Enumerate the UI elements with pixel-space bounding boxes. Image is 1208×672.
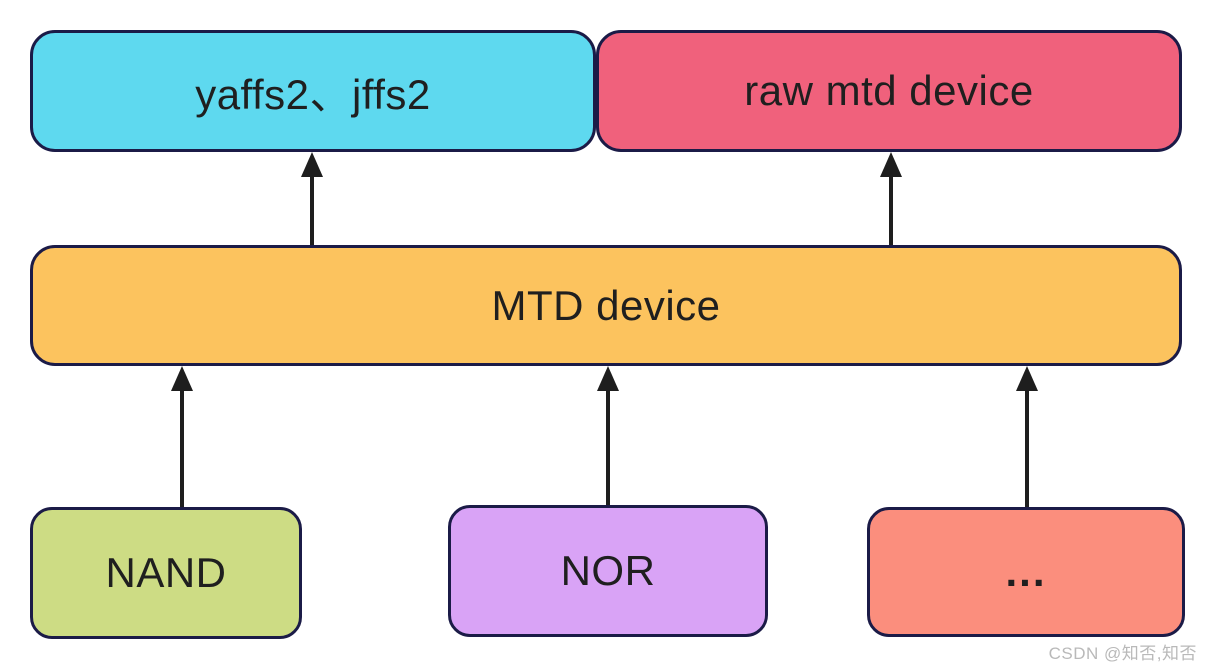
arrowhead-up-icon: [171, 366, 193, 391]
arrowhead-up-icon: [880, 152, 902, 177]
arrowhead-up-icon: [301, 152, 323, 177]
node-others: ...: [867, 507, 1185, 637]
arrow-stem: [606, 391, 610, 505]
node-yaffs2-jffs2-label: yaffs2、jffs2: [195, 70, 431, 118]
arrow-stem: [1025, 391, 1029, 507]
node-nor-label: NOR: [560, 547, 656, 594]
node-mtd-device-label: MTD device: [491, 281, 721, 329]
node-raw-mtd-device-label: raw mtd device: [744, 67, 1034, 114]
arrow-stem: [180, 391, 184, 507]
arrow-stem: [310, 177, 314, 245]
arrowhead-up-icon: [597, 366, 619, 391]
node-raw-mtd-device: raw mtd device: [596, 30, 1182, 152]
arrow-nand-to-mtd-icon: [171, 366, 193, 507]
node-nand: NAND: [30, 507, 302, 639]
watermark: CSDN @知否,知否: [1048, 644, 1197, 663]
node-mtd-device: MTD device: [30, 245, 1182, 366]
arrow-mtd-to-yaffs2-icon: [301, 152, 323, 245]
arrow-stem: [889, 177, 893, 245]
node-yaffs2-jffs2: yaffs2、jffs2: [30, 30, 596, 152]
node-nor: NOR: [448, 505, 768, 637]
arrow-nor-to-mtd-icon: [597, 366, 619, 505]
arrow-others-to-mtd-icon: [1016, 366, 1038, 507]
node-nand-label: NAND: [105, 549, 227, 596]
arrow-mtd-to-raw-mtd-icon: [880, 152, 902, 245]
arrowhead-up-icon: [1016, 366, 1038, 391]
node-others-label: ...: [1005, 548, 1047, 595]
